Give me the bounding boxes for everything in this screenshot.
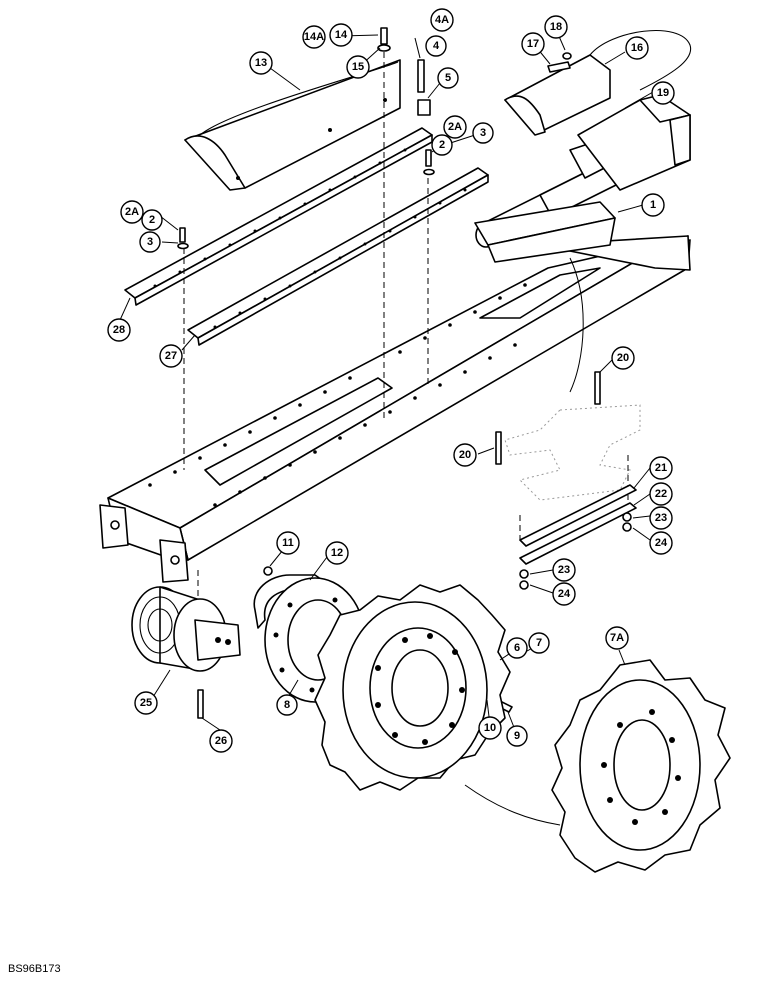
sprocket-6-7 bbox=[314, 584, 511, 791]
callout-9: 9 bbox=[506, 725, 528, 747]
callout-7: 7 bbox=[528, 632, 550, 654]
svg-text:2: 2 bbox=[439, 139, 445, 151]
svg-text:7: 7 bbox=[536, 637, 542, 649]
callout-12: 12 bbox=[325, 541, 349, 565]
svg-text:22: 22 bbox=[655, 488, 667, 500]
svg-text:1: 1 bbox=[650, 199, 656, 211]
callout-20-mid: 20 bbox=[453, 443, 477, 467]
callout-1: 1 bbox=[641, 193, 665, 217]
callout-10: 10 bbox=[478, 716, 502, 740]
callout-17: 17 bbox=[521, 32, 545, 56]
svg-text:8: 8 bbox=[284, 699, 290, 711]
svg-text:3: 3 bbox=[147, 236, 153, 248]
callout-24-left: 24 bbox=[552, 582, 576, 606]
callout-24-right: 24 bbox=[649, 531, 673, 555]
svg-text:24: 24 bbox=[558, 588, 571, 600]
callout-20-top: 20 bbox=[611, 346, 635, 370]
callout-11: 11 bbox=[276, 531, 300, 555]
shoe-plate-22 bbox=[519, 502, 637, 565]
svg-text:18: 18 bbox=[550, 21, 562, 33]
svg-text:9: 9 bbox=[514, 730, 520, 742]
callout-4: 4 bbox=[425, 35, 447, 57]
idler-roller-25 bbox=[131, 586, 241, 672]
svg-text:15: 15 bbox=[352, 61, 364, 73]
callout-19: 19 bbox=[651, 81, 675, 105]
svg-text:28: 28 bbox=[113, 324, 125, 336]
svg-text:2: 2 bbox=[149, 214, 155, 226]
callout-2A-left: 2A bbox=[120, 200, 144, 224]
wear-strip-28 bbox=[124, 127, 433, 306]
callout-2-left: 2 bbox=[141, 209, 163, 231]
callout-2A-mid: 2A bbox=[443, 115, 467, 139]
callout-26: 26 bbox=[209, 729, 233, 753]
callout-4A: 4A bbox=[430, 8, 454, 32]
callout-23-right: 23 bbox=[649, 506, 673, 530]
top-guard-13 bbox=[184, 59, 401, 191]
svg-text:7A: 7A bbox=[610, 632, 624, 644]
svg-text:23: 23 bbox=[655, 512, 667, 524]
svg-text:24: 24 bbox=[655, 537, 668, 549]
callout-18: 18 bbox=[544, 15, 568, 39]
svg-text:14: 14 bbox=[335, 29, 348, 41]
svg-text:10: 10 bbox=[484, 722, 496, 734]
callout-22: 22 bbox=[649, 482, 673, 506]
svg-text:21: 21 bbox=[655, 462, 667, 474]
svg-text:12: 12 bbox=[331, 547, 343, 559]
callout-21: 21 bbox=[649, 456, 673, 480]
svg-text:3: 3 bbox=[480, 127, 486, 139]
svg-text:25: 25 bbox=[140, 697, 152, 709]
callout-6: 6 bbox=[506, 637, 528, 659]
svg-text:4A: 4A bbox=[435, 14, 449, 26]
svg-text:19: 19 bbox=[657, 87, 669, 99]
yoke-19 bbox=[577, 94, 691, 191]
callout-7A: 7A bbox=[605, 626, 629, 650]
svg-text:11: 11 bbox=[282, 537, 294, 549]
drawing-reference-code: BS96B173 bbox=[8, 963, 61, 975]
svg-text:27: 27 bbox=[165, 350, 177, 362]
svg-text:4: 4 bbox=[433, 40, 440, 52]
callout-14: 14 bbox=[329, 23, 353, 47]
shoe-plate-21 bbox=[519, 484, 637, 547]
callout-5: 5 bbox=[437, 67, 459, 89]
callout-27: 27 bbox=[159, 344, 183, 368]
svg-text:26: 26 bbox=[215, 735, 227, 747]
svg-text:2A: 2A bbox=[125, 206, 139, 218]
callout-23-left: 23 bbox=[552, 558, 576, 582]
callout-25: 25 bbox=[134, 691, 158, 715]
svg-text:20: 20 bbox=[459, 449, 471, 461]
callout-13: 13 bbox=[249, 51, 273, 75]
cylinder-guard-16 bbox=[504, 29, 692, 136]
svg-text:16: 16 bbox=[631, 42, 643, 54]
callout-2-mid: 2 bbox=[431, 134, 453, 156]
callout-14A: 14A bbox=[302, 25, 326, 49]
track-frame bbox=[99, 235, 691, 583]
callout-16: 16 bbox=[625, 36, 649, 60]
svg-text:17: 17 bbox=[527, 38, 539, 50]
svg-text:6: 6 bbox=[514, 642, 520, 654]
sprocket-segment-7A bbox=[551, 659, 731, 873]
svg-text:23: 23 bbox=[558, 564, 570, 576]
ghost-frame-outline bbox=[504, 404, 641, 501]
svg-text:2A: 2A bbox=[448, 121, 462, 133]
svg-text:13: 13 bbox=[255, 57, 267, 69]
callout-3-mid: 3 bbox=[472, 122, 494, 144]
assembly-lines bbox=[183, 52, 629, 826]
svg-text:5: 5 bbox=[445, 72, 451, 84]
callout-3-left: 3 bbox=[139, 231, 161, 253]
callout-8: 8 bbox=[276, 694, 298, 716]
callout-28: 28 bbox=[107, 318, 131, 342]
callout-15: 15 bbox=[346, 55, 370, 79]
svg-text:20: 20 bbox=[617, 352, 629, 364]
svg-text:14A: 14A bbox=[304, 31, 324, 43]
adjuster-rod-1 bbox=[474, 201, 616, 263]
